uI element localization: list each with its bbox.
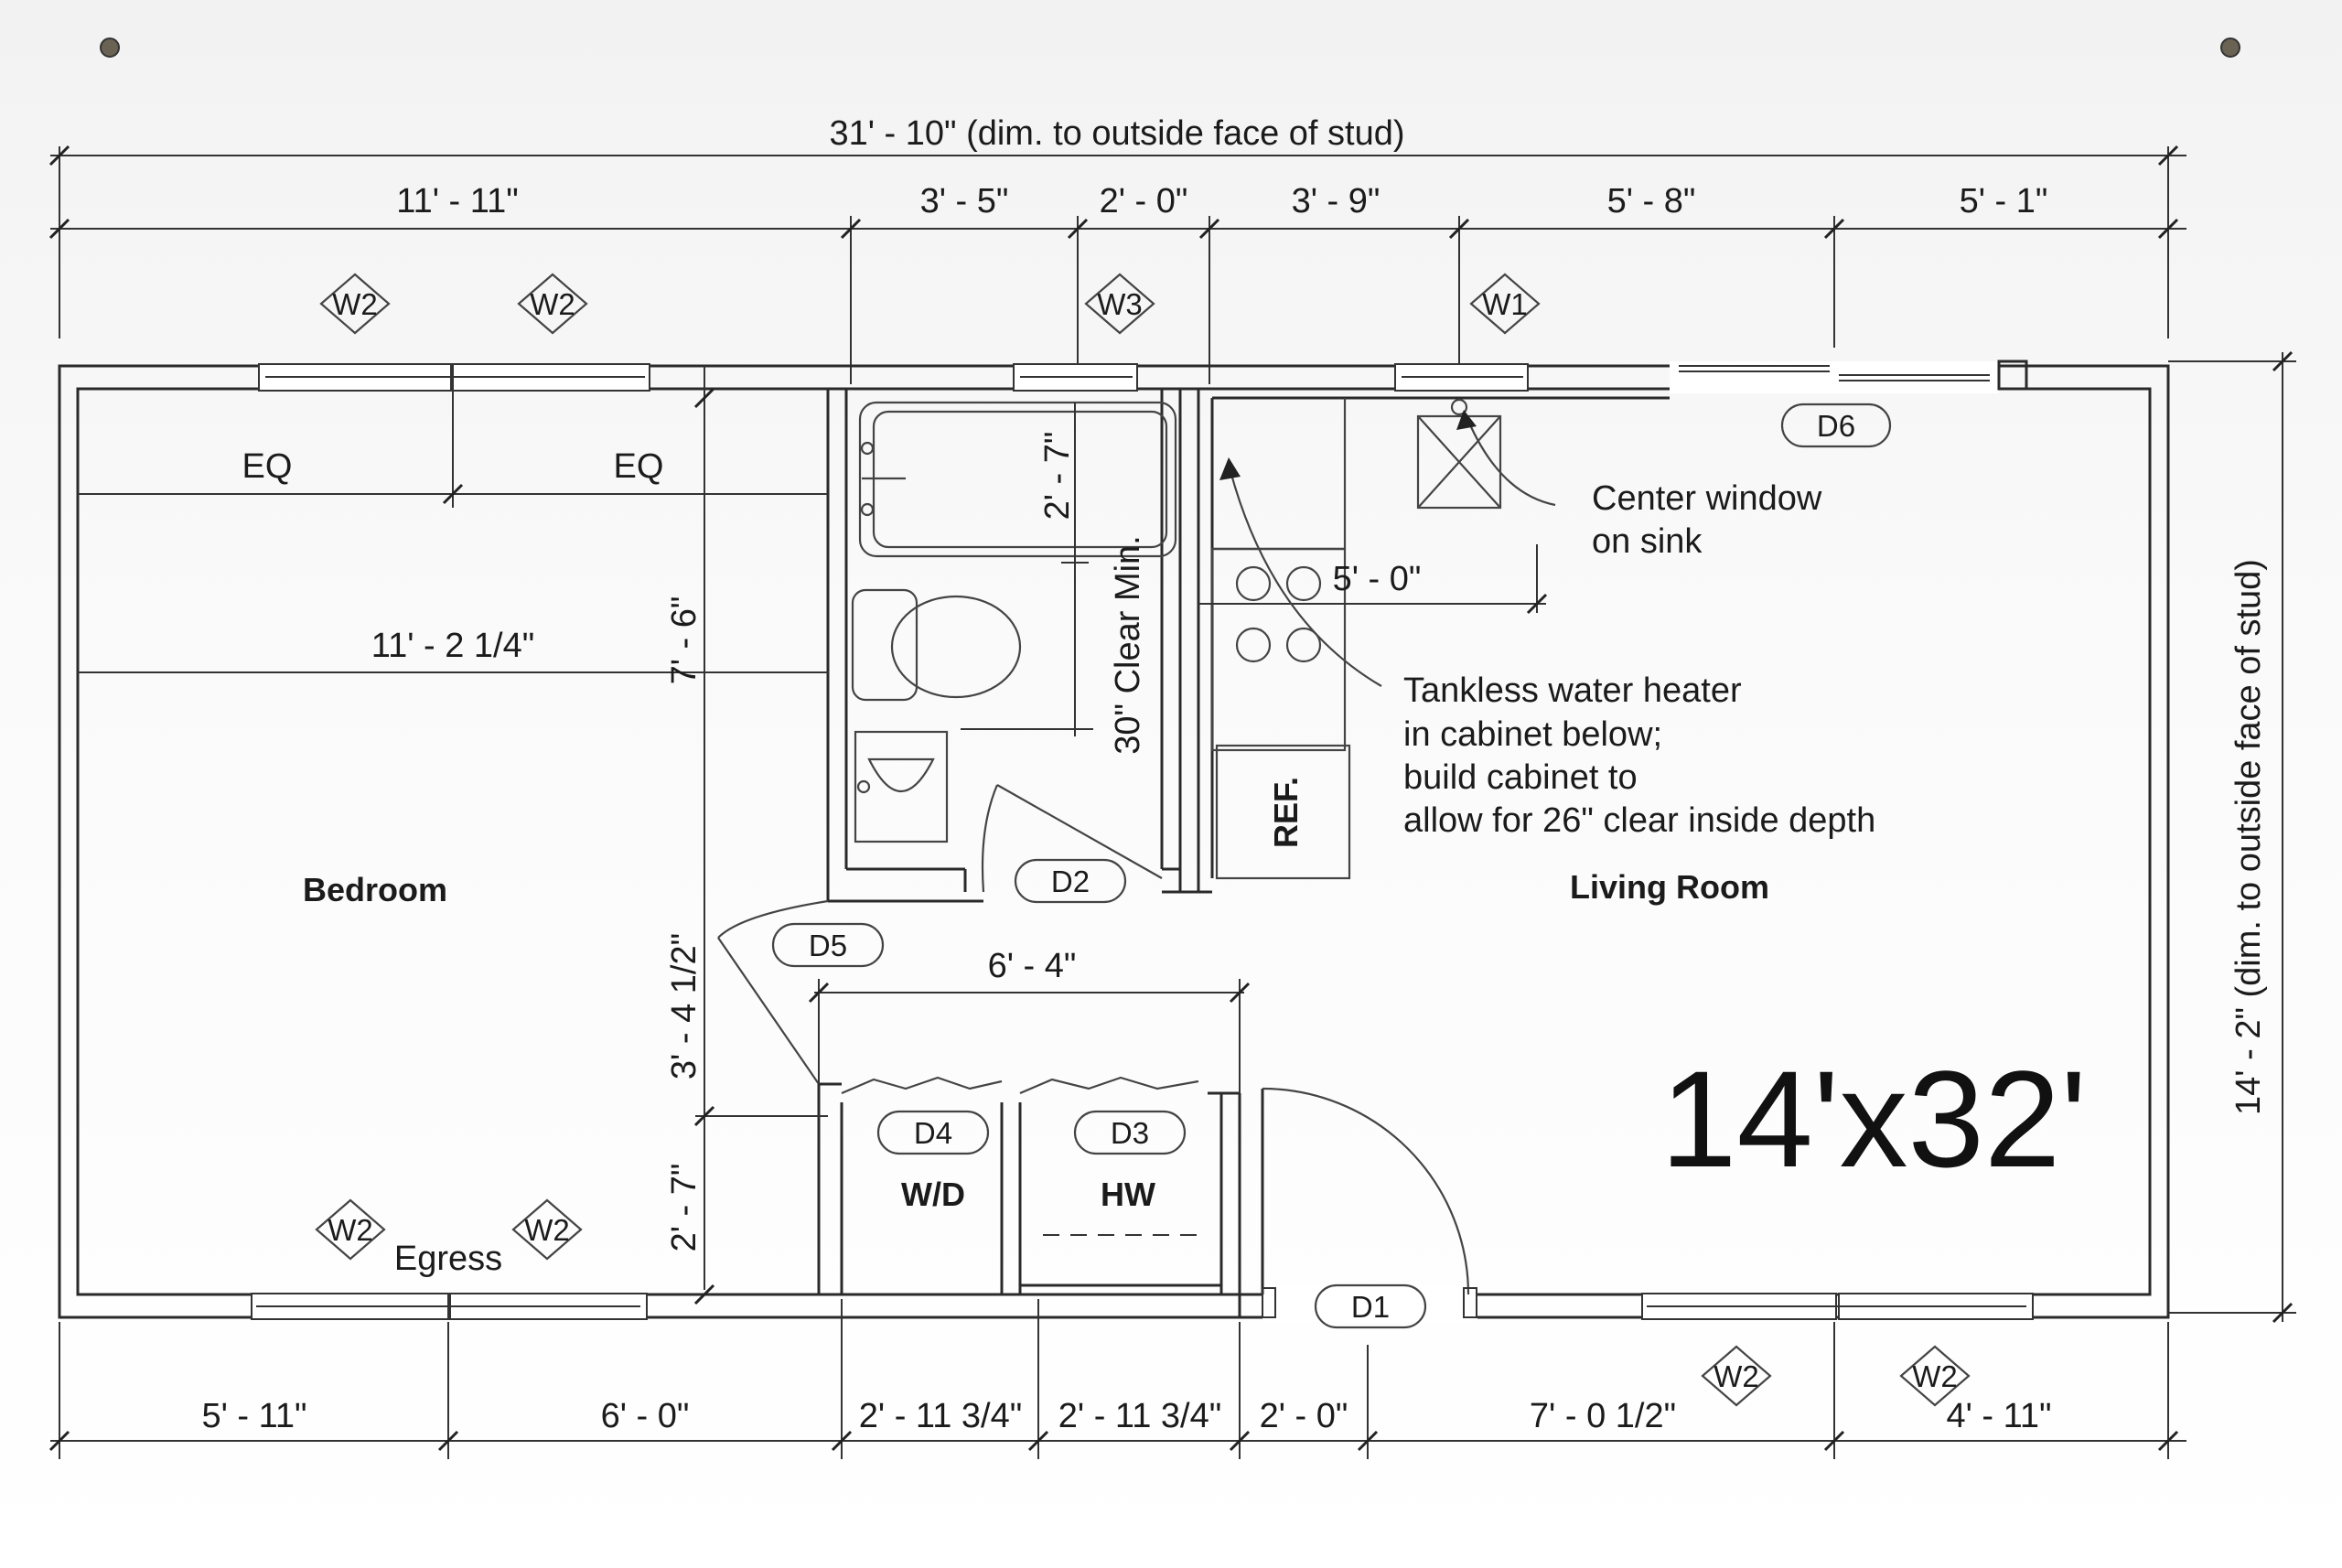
- door-tag-d3: D3: [1073, 1110, 1187, 1155]
- svg-text:on sink: on sink: [1592, 522, 1703, 561]
- dim-eq-right: EQ: [614, 447, 664, 486]
- svg-text:W1: W1: [1482, 287, 1528, 321]
- top-windows: [258, 360, 2028, 393]
- overall-depth-dimension: 14' - 2" (dim. to outside face of stud): [2168, 350, 2296, 1324]
- dim-eq-left: EQ: [242, 447, 293, 486]
- note-water-heater: Tankless water heater in cabinet below; …: [1219, 457, 1875, 840]
- dim-bedroom-width: 11' - 2 1/4": [371, 627, 534, 665]
- room-label-living: Living Room: [1570, 868, 1769, 906]
- bottom-dimension-string: 5' - 11" 6' - 0" 2' - 11 3/4" 2' - 11 3/…: [48, 1299, 2186, 1459]
- window-tag: W2: [1701, 1345, 1772, 1407]
- door-tag-d6: D6: [1780, 403, 1892, 448]
- svg-text:build cabinet to: build cabinet to: [1403, 758, 1638, 797]
- interior-dimension-lines: [78, 366, 1548, 1305]
- dim-hall-depth: 3' - 4 1/2": [665, 933, 704, 1079]
- window-tag: W2: [511, 1198, 583, 1261]
- bottom-dim-1: 5' - 11": [201, 1397, 306, 1435]
- svg-text:W2: W2: [1714, 1359, 1759, 1393]
- plan-title: 14'x32': [1660, 1042, 2087, 1196]
- top-dim-2: 3' - 5": [920, 182, 1009, 220]
- bottom-dim-3: 2' - 11 3/4": [859, 1397, 1022, 1435]
- bottom-dim-6: 7' - 0 1/2": [1530, 1397, 1676, 1435]
- kitchen-fixtures: [1210, 398, 1502, 880]
- room-label-bedroom: Bedroom: [303, 871, 447, 908]
- svg-text:D6: D6: [1817, 409, 1855, 443]
- window-tag: W2: [315, 1198, 386, 1261]
- overall-depth-label: 14' - 2" (dim. to outside face of stud): [2229, 559, 2268, 1115]
- svg-text:D3: D3: [1111, 1116, 1149, 1150]
- bottom-windows: [251, 1293, 2034, 1320]
- top-dim-4: 3' - 9": [1292, 182, 1380, 220]
- svg-text:Tankless water heater: Tankless water heater: [1403, 671, 1742, 710]
- entry-door: [1261, 1087, 1477, 1322]
- bath-door-swing: [981, 784, 1163, 893]
- svg-text:W2: W2: [328, 1213, 373, 1247]
- bottom-dim-2: 6' - 0": [601, 1397, 690, 1435]
- door-tag-d4: D4: [876, 1110, 990, 1155]
- svg-text:D4: D4: [914, 1116, 952, 1150]
- bottom-dim-5: 2' - 0": [1260, 1397, 1348, 1435]
- window-tag: W2: [517, 273, 588, 335]
- svg-text:W2: W2: [524, 1213, 570, 1247]
- top-dimension-string: 11' - 11" 3' - 5" 2' - 0" 3' - 9" 5' - 8…: [48, 182, 2186, 384]
- svg-text:W2: W2: [530, 287, 575, 321]
- interior-walls: [817, 389, 1670, 1317]
- label-refrigerator: REF.: [1267, 777, 1305, 848]
- door-tag-d2: D2: [1014, 858, 1127, 904]
- label-egress: Egress: [394, 1240, 502, 1278]
- svg-text:D5: D5: [809, 929, 847, 962]
- screw-top-right: [2220, 38, 2240, 58]
- screw-top-left: [100, 38, 120, 58]
- window-tag: W2: [319, 273, 391, 335]
- svg-text:in cabinet below;: in cabinet below;: [1403, 715, 1662, 754]
- dim-bath-clear: 30" Clear Min.: [1109, 535, 1147, 754]
- top-dim-3: 2' - 0": [1100, 182, 1188, 220]
- dim-tub-depth: 2' - 7": [1038, 432, 1077, 521]
- bottom-dim-7: 4' - 11": [1946, 1397, 2051, 1435]
- window-tag: W3: [1084, 273, 1155, 335]
- dim-bedroom-depth: 7' - 6": [665, 596, 704, 685]
- room-label-water-heater: HW: [1101, 1176, 1155, 1213]
- top-dim-1: 11' - 11": [396, 182, 518, 220]
- svg-text:W3: W3: [1097, 287, 1143, 321]
- bedroom-door-swing: [717, 899, 829, 1085]
- svg-text:D1: D1: [1351, 1290, 1390, 1324]
- bifold-doors: [841, 1076, 1199, 1095]
- window-tag: W1: [1469, 273, 1541, 335]
- svg-text:W2: W2: [1912, 1359, 1958, 1393]
- bath-fixtures: [851, 401, 1177, 843]
- dim-closet-depth: 2' - 7": [665, 1164, 704, 1252]
- dim-closet-width: 6' - 4": [988, 947, 1077, 985]
- svg-text:Center window: Center window: [1592, 479, 1822, 518]
- top-dim-6: 5' - 1": [1960, 182, 2048, 220]
- note-sink: Center window on sink: [1456, 410, 1822, 561]
- overall-width-dimension: 31' - 10" (dim. to outside face of stud): [48, 114, 2186, 338]
- room-label-laundry: W/D: [901, 1176, 965, 1213]
- dim-kitchen-run: 5' - 0": [1333, 560, 1422, 598]
- door-tag-d5: D5: [771, 922, 885, 968]
- overall-width-label: 31' - 10" (dim. to outside face of stud): [829, 114, 1404, 153]
- bottom-dim-4: 2' - 11 3/4": [1058, 1397, 1221, 1435]
- top-dim-5: 5' - 8": [1607, 182, 1696, 220]
- door-tag-d1: D1: [1314, 1283, 1427, 1329]
- svg-text:D2: D2: [1051, 865, 1090, 898]
- svg-text:W2: W2: [332, 287, 378, 321]
- svg-text:allow for 26" clear inside dep: allow for 26" clear inside depth: [1403, 801, 1875, 840]
- window-tag: W2: [1899, 1345, 1971, 1407]
